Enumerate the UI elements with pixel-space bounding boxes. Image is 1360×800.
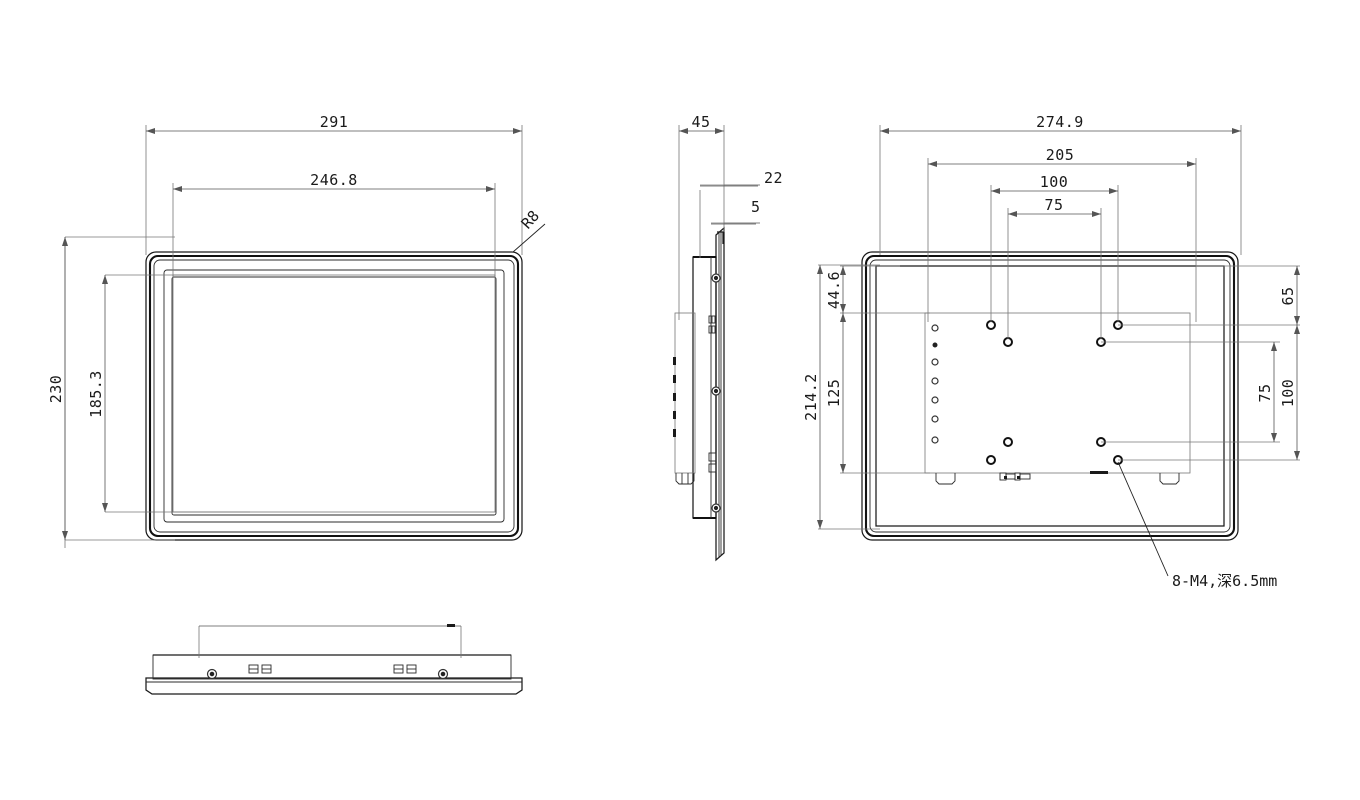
rear-extension-lines-left (818, 264, 930, 530)
side-extension-lines (678, 125, 760, 320)
rear-dim-214-2-label: 214.2 (802, 373, 820, 421)
side-chassis-body (692, 255, 717, 520)
side-rear-vent-notches (673, 357, 676, 437)
front-dim-291: 291 (146, 113, 522, 134)
side-dim-5: 5 (711, 198, 761, 244)
side-dim-45: 45 (679, 113, 724, 134)
bottom-flange-plate (145, 677, 523, 695)
rear-vent-hole-column (931, 324, 939, 444)
rear-inner-housing (924, 312, 1191, 474)
rear-dim-44-6-label: 44.6 (825, 271, 843, 309)
rear-outer-bezel (861, 251, 1239, 541)
front-extension-lines (64, 125, 523, 548)
side-view: 45 22 5 (673, 113, 783, 562)
front-dim-230-label: 230 (47, 375, 65, 404)
rear-bottom-connectors (935, 471, 1180, 485)
rear-dim-65-label: 65 (1279, 286, 1297, 305)
front-active-area (172, 274, 496, 513)
rear-note-mounting-holes-label: 8-M4,深6.5mm (1172, 572, 1277, 590)
side-screw-bottom (711, 503, 721, 513)
side-dim-5-label: 5 (751, 198, 761, 216)
side-port-upper-1 (708, 315, 716, 324)
front-dim-246-8: 246.8 (173, 171, 495, 192)
bottom-port-group-left (248, 664, 272, 674)
side-screw-mid (711, 386, 721, 396)
side-port-lower-2 (708, 463, 717, 473)
bottom-dim-construction (198, 624, 462, 658)
rear-chassis-box (875, 265, 1225, 527)
front-outer-bezel (145, 251, 523, 541)
front-dim-291-label: 291 (320, 113, 349, 131)
vesa-hole-tl-75 (1003, 337, 1013, 347)
rear-note-mounting-holes: 8-M4,深6.5mm (1117, 461, 1277, 590)
rear-view: 274.9 205 100 75 214.2 (802, 113, 1300, 590)
side-rear-housing (674, 312, 696, 474)
rear-dim-274-9-label: 274.9 (1036, 113, 1084, 131)
side-screw-top (711, 273, 721, 283)
rear-dim-65: 65 (1279, 266, 1300, 325)
bottom-screw-right (437, 668, 449, 680)
rear-dim-100-h-label: 100 (1040, 173, 1069, 191)
rear-dim-75-h-label: 75 (1044, 196, 1063, 214)
rear-dim-125: 125 (825, 313, 846, 473)
front-dim-185-3-label: 185.3 (87, 370, 105, 418)
rear-extension-lines-top (879, 125, 1242, 339)
rear-dim-75-h: 75 (1008, 196, 1101, 217)
front-dim-246-8-label: 246.8 (310, 171, 358, 189)
bottom-screw-left (206, 668, 218, 680)
side-port-upper-2 (708, 325, 716, 334)
vesa-hole-bl-75 (1003, 437, 1013, 447)
vesa-hole-bl-100 (986, 455, 996, 465)
side-mount-boss (675, 473, 695, 485)
side-dim-45-label: 45 (691, 113, 710, 131)
rear-dim-100-v: 100 (1279, 325, 1300, 460)
side-port-lower-1 (708, 452, 717, 462)
front-dim-185-3: 185.3 (87, 275, 108, 512)
rear-dim-100-v-label: 100 (1279, 379, 1297, 408)
front-display-area (163, 269, 505, 523)
front-dim-r8: R8 (512, 207, 546, 253)
rear-dim-205-label: 205 (1046, 146, 1075, 164)
bottom-view (145, 624, 523, 695)
rear-dim-44-6: 44.6 (825, 266, 846, 313)
rear-dim-125-label: 125 (825, 379, 843, 408)
front-dim-230: 230 (47, 237, 68, 540)
rear-dim-274-9: 274.9 (880, 113, 1241, 134)
side-dim-22-label: 22 (764, 169, 783, 187)
rear-extension-lines-right (1101, 265, 1300, 461)
rear-dim-205: 205 (928, 146, 1196, 167)
rear-dim-75-v: 75 (1256, 342, 1277, 442)
rear-dim-100-h: 100 (991, 173, 1118, 194)
front-view: 291 246.8 230 185.3 R8 (47, 113, 546, 548)
rear-vesa-holes (986, 320, 1123, 465)
bottom-port-group-right (393, 664, 417, 674)
side-dim-22: 22 (700, 169, 783, 187)
rear-dim-214-2: 214.2 (802, 265, 823, 529)
vesa-hole-tl-100 (986, 320, 996, 330)
bottom-chassis-band (152, 654, 512, 680)
rear-dim-75-v-label: 75 (1256, 383, 1274, 402)
